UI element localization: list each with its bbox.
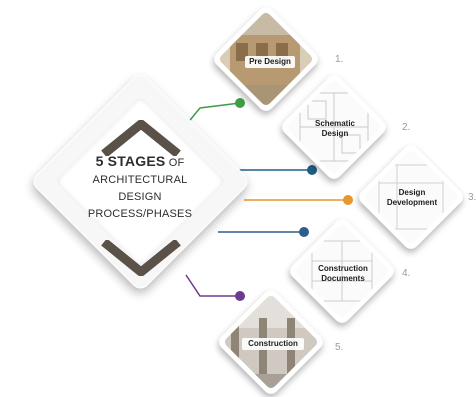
stage-2-number: 2. <box>402 122 411 133</box>
chevron-up-icon <box>101 120 181 156</box>
stage-1-number: 1. <box>335 54 344 65</box>
stage-5-number: 5. <box>335 342 344 353</box>
stage-5-label: Construction <box>242 338 304 350</box>
connector-5 <box>185 274 240 297</box>
stage-4-number: 4. <box>402 268 411 279</box>
connector-dot-2 <box>307 165 317 175</box>
title-of: OF <box>168 157 185 169</box>
title-line-2: ARCHITECTURAL <box>92 174 188 186</box>
title-line-3: DESIGN <box>118 191 162 203</box>
connector-dot-5 <box>235 291 245 301</box>
connector-dot-3 <box>343 195 353 205</box>
chevron-down-icon <box>101 240 181 276</box>
main-title: 5 STAGES OF ARCHITECTURAL DESIGN PROCESS… <box>66 153 214 223</box>
stage-1-label: Pre Design <box>245 56 295 68</box>
stage-3-number: 3. <box>468 192 476 203</box>
connector-dot-1 <box>235 98 245 108</box>
connector-dot-4 <box>299 227 309 237</box>
title-line-4: PROCESS/PHASES <box>87 208 193 220</box>
connector-1 <box>185 102 241 126</box>
title-bold: 5 STAGES <box>95 153 166 169</box>
